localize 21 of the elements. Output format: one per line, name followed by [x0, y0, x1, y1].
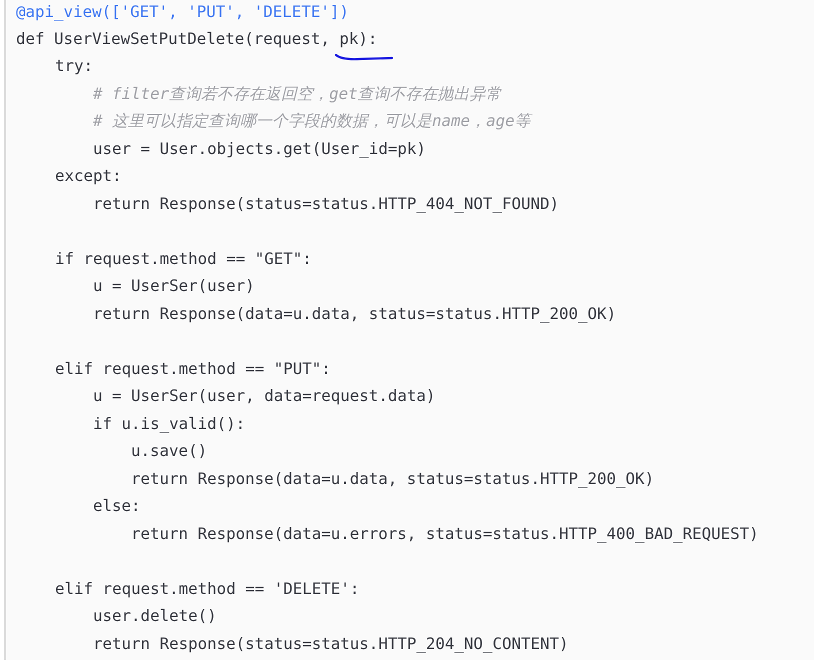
code-comment: # 这里可以指定查询哪一个字段的数据，可以是name，age等 — [93, 111, 531, 131]
code-line: try: — [55, 56, 94, 76]
code-line: except: — [55, 166, 122, 186]
code-line: return Response(data=u.data, status=status.HTTP_200_OK) — [131, 469, 654, 489]
code-line: return Response(status=status.HTTP_404_NOT_FOUND) — [93, 194, 560, 214]
code-line: @api_view(['GET', 'PUT', 'DELETE']) — [16, 2, 349, 22]
code-line: def UserViewSetPutDelete(request, pk): — [16, 29, 378, 49]
code-line: else: — [93, 496, 141, 516]
code-line: if u.is_valid(): — [93, 414, 246, 434]
code-line: if request.method == "GET": — [55, 249, 312, 269]
code-line: user.delete() — [93, 606, 217, 626]
code-line: user = User.objects.get(User_id=pk) — [93, 139, 426, 159]
code-line: elif request.method == 'DELETE': — [55, 579, 360, 599]
code-line: return Response(data=u.errors, status=status.HTTP_400_BAD_REQUEST) — [131, 524, 759, 544]
code-line: u = UserSer(user, data=request.data) — [93, 386, 436, 406]
code-line: return Response(data=u.data, status=status.HTTP_200_OK) — [93, 304, 616, 324]
code-line: u = UserSer(user) — [93, 276, 255, 296]
code-comment: # filter查询若不存在返回空，get查询不存在抛出异常 — [93, 84, 502, 104]
code-line: return Response(status=status.HTTP_204_NO_CONTENT) — [93, 634, 569, 654]
code-line: elif request.method == "PUT": — [55, 359, 331, 379]
code-line: u.save() — [131, 441, 208, 461]
